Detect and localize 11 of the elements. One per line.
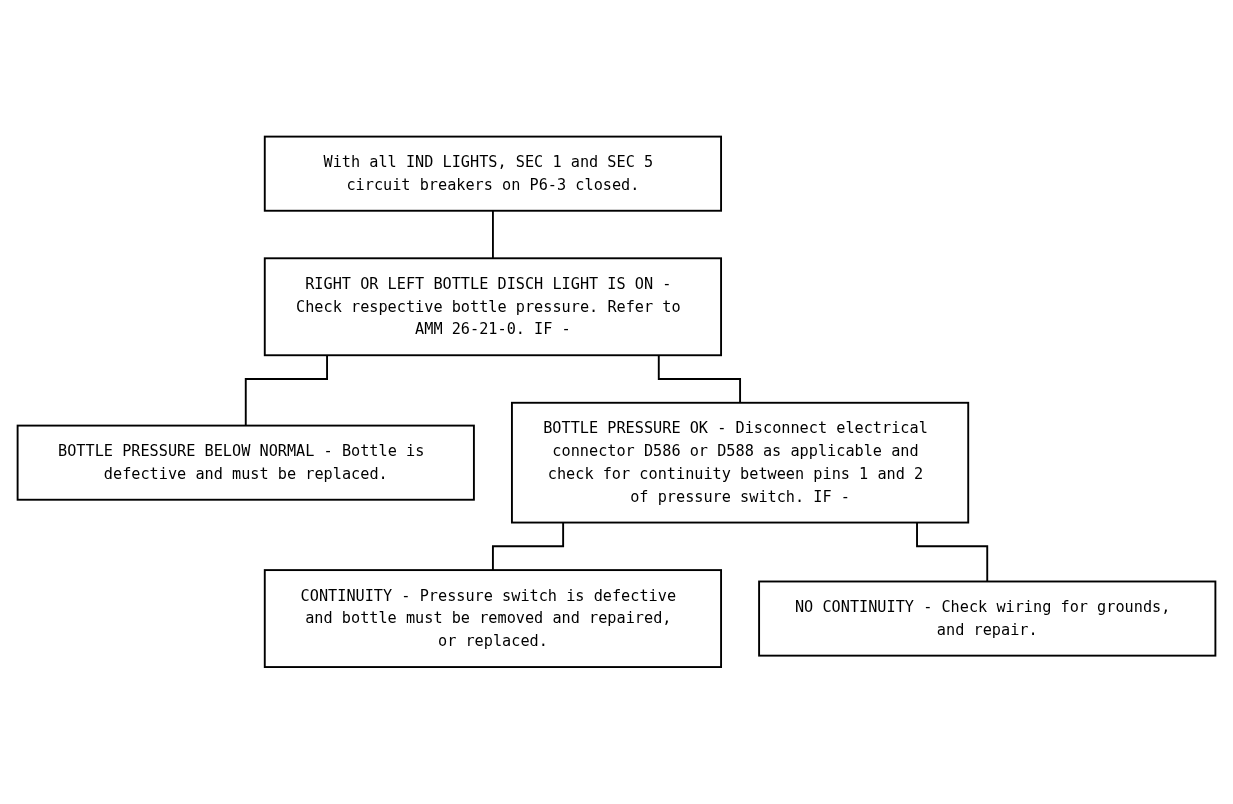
node-box: With all IND LIGHTS, SEC 1 and SEC 5 circuit breakers on P6-3 closed. [263,135,723,212]
node-box: BOTTLE PRESSURE BELOW NORMAL - Bottle is defective and must be replaced. [16,424,475,501]
node-box: BOTTLE PRESSURE OK - Disconnect electrical connector D586 or D588 as applicable and check for continuity between pins 1 and 2 of pressure switch. IF - [511,402,970,524]
connector [244,354,328,427]
connector [657,354,742,404]
connector [491,210,494,260]
node-box: RIGHT OR LEFT BOTTLE DISCH LIGHT IS ON - Check respective bottle pressure. Refer to AMM 26-21-0. IF - [263,257,723,357]
connector [916,521,989,583]
node-box: CONTINUITY - Pressure switch is defective and bottle must be removed and repaired, or replaced. [263,569,723,669]
connector [491,521,565,572]
node-box: NO CONTINUITY - Check wiring for grounds, and repair. [758,580,1217,657]
